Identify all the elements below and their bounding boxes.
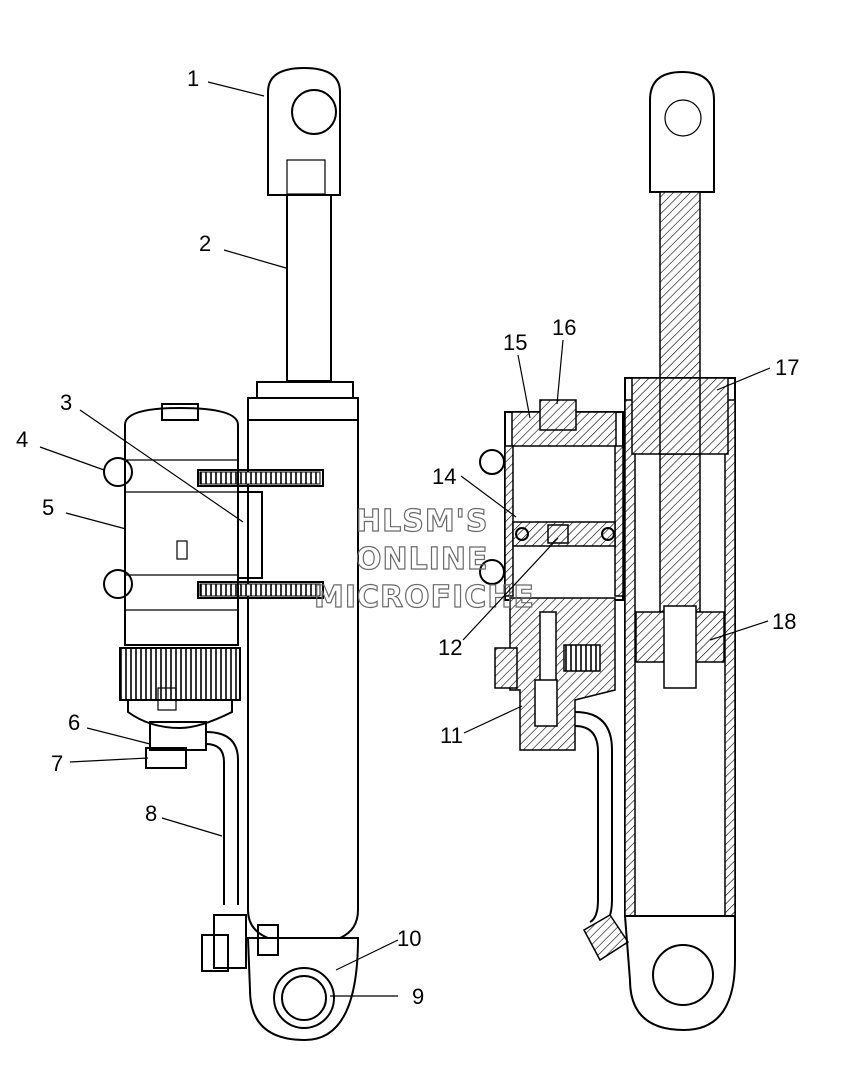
- clamp-band-lower-serration: [199, 583, 321, 597]
- callout-labels: 1 2 3 4 5 6 7 8 9 10 11 12 14 15 16 17 1…: [16, 66, 799, 1009]
- callout-2: 2: [199, 231, 211, 256]
- cutaway-eyelet-hole: [664, 99, 702, 137]
- base-valve-body: [509, 597, 616, 751]
- watermark-line-3: MICROFICHE: [314, 580, 535, 615]
- leader-17: [716, 367, 771, 391]
- callout-10: 10: [397, 926, 421, 951]
- main-body-cylinder: [247, 419, 359, 939]
- lower-eye-outer: [273, 967, 335, 1029]
- callout-1: 1: [187, 66, 199, 91]
- cutaway-lower-eye: [623, 915, 736, 1032]
- shock-cutaway-view: [623, 70, 736, 1032]
- clamp-screw-cutaway-upper: [479, 449, 505, 475]
- hose-cutaway-inner: [574, 725, 599, 923]
- leader-5: [65, 512, 127, 530]
- cutaway-wall-right: [724, 399, 736, 917]
- clamp-band-upper: [197, 469, 324, 487]
- clamp-band-upper-serration: [199, 471, 321, 485]
- cutaway-wall-left: [624, 399, 636, 917]
- valve-spring: [563, 644, 601, 672]
- piston-rod: [286, 194, 332, 382]
- hose-inner: [205, 743, 225, 905]
- lower-eye-housing: [246, 937, 360, 1042]
- leader-12: [462, 537, 559, 641]
- callout-11: 11: [440, 723, 463, 748]
- callout-12: 12: [438, 635, 462, 660]
- adjuster-knob: [119, 647, 241, 701]
- seal-head-cap: [256, 381, 354, 399]
- callout-6: 6: [68, 710, 80, 735]
- callout-5: 5: [42, 495, 54, 520]
- lower-boss: [257, 924, 279, 956]
- lower-eye-bushing: [281, 975, 327, 1021]
- callout-7: 7: [51, 751, 63, 776]
- adjuster-tab: [157, 687, 177, 711]
- hose-cutaway: [574, 711, 613, 933]
- callout-4: 4: [16, 427, 28, 452]
- callout-17: 17: [775, 355, 799, 380]
- rod-eyelet: [267, 66, 341, 196]
- reservoir-cutaway-view: [479, 399, 630, 962]
- cutaway-rod-through: [659, 377, 701, 455]
- seal-head: [247, 397, 359, 421]
- leader-14: [460, 475, 517, 518]
- leader-3: [79, 409, 244, 523]
- watermark-line-1: HLSM'S: [356, 504, 488, 539]
- leader-18: [709, 620, 769, 641]
- reservoir-wall-right: [614, 445, 624, 597]
- lower-fitting-nut: [201, 934, 229, 972]
- eyelet-slot: [286, 159, 326, 195]
- reservoir-cap-nut: [161, 403, 199, 421]
- adjuster-needle: [539, 611, 557, 683]
- hose: [205, 731, 239, 905]
- reservoir-end: [127, 699, 233, 730]
- cutaway-eyelet: [649, 70, 715, 193]
- leader-2: [223, 249, 287, 269]
- callout-18: 18: [772, 609, 796, 634]
- compression-adjuster: [494, 647, 518, 689]
- watermark: HLSM'S ONLINE MICROFICHE: [313, 503, 535, 615]
- reservoir-body: [124, 406, 239, 646]
- callout-9: 9: [412, 984, 424, 1009]
- hose-fitting: [149, 721, 207, 751]
- piston-oring-left: [515, 527, 529, 541]
- leader-15: [517, 354, 531, 419]
- clamp-bracket: [237, 491, 263, 579]
- leader-16: [556, 339, 564, 405]
- clamp-band-lower: [197, 581, 324, 599]
- watermark-line-2: ONLINE: [356, 542, 489, 577]
- schrader-valve: [539, 399, 577, 431]
- leader-lines: [39, 81, 771, 997]
- leader-4: [39, 446, 105, 471]
- leader-6: [86, 727, 151, 745]
- callout-3: 3: [60, 390, 72, 415]
- callout-14: 14: [432, 464, 456, 489]
- cutaway-lower-eye-hole: [652, 944, 714, 1006]
- piston-nut: [663, 605, 697, 689]
- clamp-screw-cutaway-lower: [479, 559, 505, 585]
- callout-8: 8: [145, 801, 157, 826]
- leader-10: [335, 939, 399, 971]
- clamp-screw-lower: [103, 569, 133, 599]
- clamp-screw-upper: [103, 457, 133, 487]
- lower-fitting: [213, 914, 247, 969]
- eyelet-hole: [291, 89, 337, 135]
- piston-oring-right: [601, 527, 615, 541]
- lower-adjuster: [534, 679, 558, 727]
- reservoir-marker: [176, 540, 188, 560]
- leader-11: [463, 705, 523, 734]
- shock-exterior-view: [103, 66, 360, 1042]
- leader-7: [69, 757, 149, 763]
- leader-1: [207, 81, 265, 97]
- reservoir-wall-left: [504, 445, 514, 597]
- leader-8: [161, 817, 223, 837]
- callout-15: 15: [503, 330, 527, 355]
- callout-16: 16: [552, 315, 576, 340]
- piston-center-bolt: [547, 524, 569, 544]
